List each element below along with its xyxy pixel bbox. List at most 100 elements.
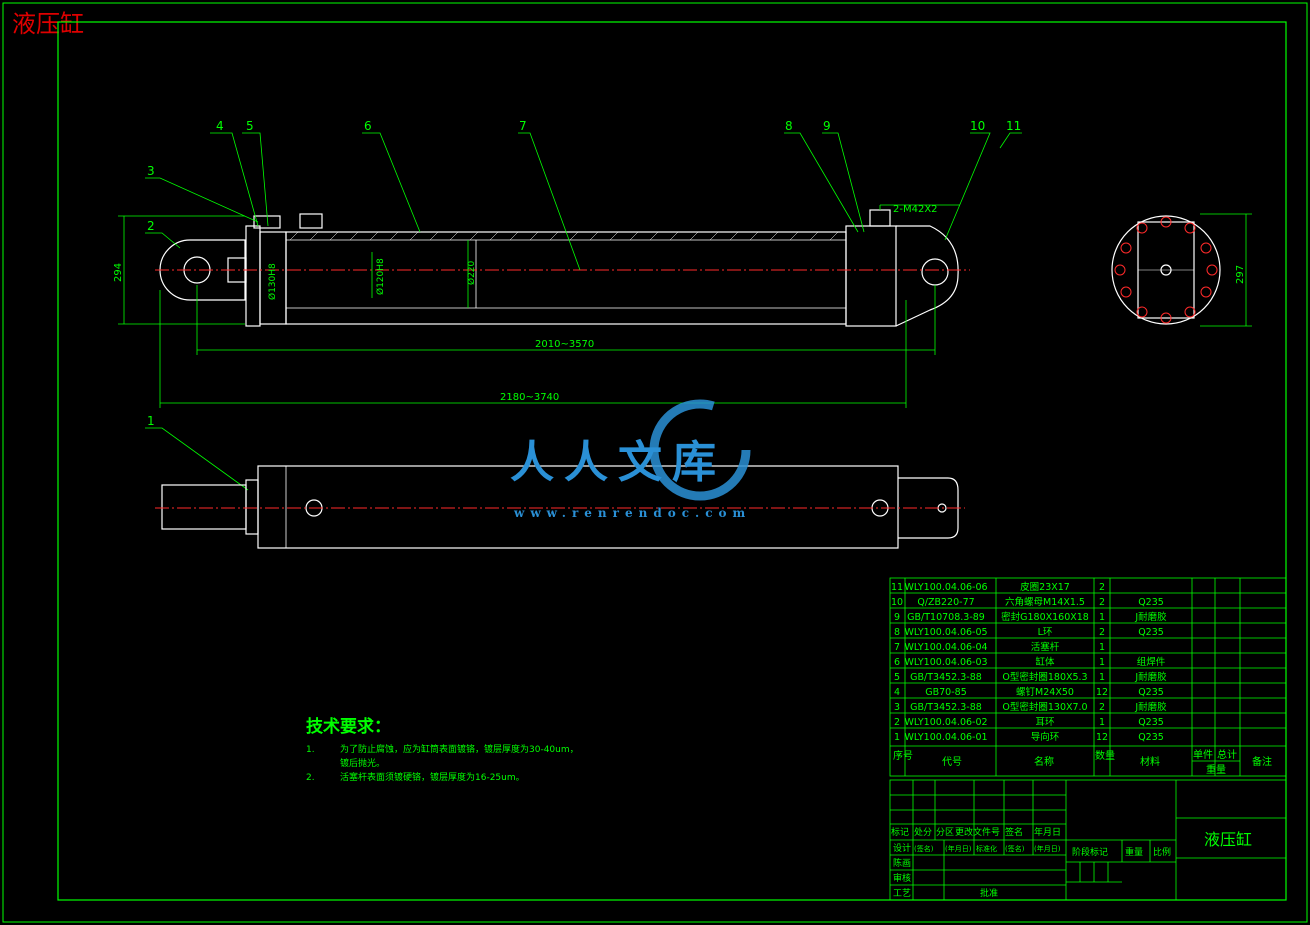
- barrel: [285, 231, 847, 325]
- bom-cell-no: 9: [894, 612, 900, 623]
- dim-2180: 2180~3740: [500, 392, 559, 403]
- bom-cell-name: 耳环: [1035, 717, 1054, 728]
- balloon-6: 6: [364, 119, 372, 133]
- bom-h-remark: 备注: [1252, 755, 1272, 768]
- bom-cell-no: 11: [891, 582, 903, 593]
- tech-requirements: 技术要求： 1.为了防止腐蚀，应为缸筒表面镀铬，镀层厚度为30-40um， 镀后…: [306, 712, 579, 785]
- balloon-3: 3: [147, 164, 155, 178]
- title-block-grid: [889, 779, 1287, 901]
- bom-cell-mat: J耐磨胶: [1134, 671, 1167, 683]
- drawing-corner-title: 液压缸: [12, 10, 84, 38]
- dimension-lines: [118, 204, 1252, 408]
- bom-cell-qty: 1: [1099, 612, 1105, 623]
- bom-cell-no: 1: [894, 732, 900, 743]
- bom-h-mat: 材料: [1140, 755, 1160, 768]
- bom-cell-name: O型密封圈180X5.3: [1002, 671, 1087, 683]
- tb-design-3: (签名): [1005, 844, 1025, 853]
- bom-cell-qty: 2: [1099, 582, 1105, 593]
- bom-cell-no: 8: [894, 627, 900, 638]
- tb-title: 液压缸: [1204, 830, 1252, 849]
- bom-cell-mat: Q235: [1138, 732, 1164, 743]
- balloon-2: 2: [147, 219, 155, 233]
- bom-cell-mat: Q235: [1138, 627, 1164, 638]
- balloon-11: 11: [1006, 119, 1021, 133]
- dim-120h8: Ø120H8: [375, 258, 386, 295]
- bom-cell-code: WLY100.04.06-02: [904, 717, 987, 728]
- bom-h-no: 序号: [893, 749, 913, 762]
- dimension-texts: 294 297 2010~3570 2180~3740 Ø130H8 Ø120H…: [113, 204, 1246, 403]
- tech-item-1: 1.为了防止腐蚀，应为缸筒表面镀铬，镀层厚度为30-40um，: [306, 745, 579, 755]
- bom-cell-qty: 2: [1099, 702, 1105, 713]
- front-view: [159, 209, 959, 327]
- tech-heading: 技术要求：: [306, 717, 391, 737]
- balloon-7: 7: [519, 119, 527, 133]
- bom-cell-name: 密封G180X160X18: [1001, 611, 1089, 623]
- tb-check: 审核: [893, 872, 911, 884]
- gland-flange: [245, 225, 261, 327]
- bom-cell-code: WLY100.04.06-01: [904, 732, 987, 743]
- bom-cell-code: WLY100.04.06-03: [904, 657, 987, 668]
- bom-cell-no: 3: [894, 702, 900, 713]
- dim-2010: 2010~3570: [535, 339, 594, 350]
- bom-cell-no: 2: [894, 717, 900, 728]
- bom-cell-qty: 1: [1099, 717, 1105, 728]
- balloon-5: 5: [246, 119, 254, 133]
- bom-cell-name: 皮圈23X17: [1020, 581, 1070, 593]
- balloon-1: 1: [147, 414, 155, 428]
- bom-cell-code: GB/T3452.3-88: [910, 672, 982, 683]
- bom-cell-code: GB/T3452.3-88: [910, 702, 982, 713]
- bom-cell-name: O型密封圈130X7.0: [1002, 701, 1087, 713]
- bom-cell-code: WLY100.04.06-04: [904, 642, 987, 653]
- bom-cell-name: L环: [1038, 627, 1053, 638]
- bom-cell-no: 6: [894, 657, 900, 668]
- balloon-8: 8: [785, 119, 793, 133]
- bom-cell-name: 缸体: [1035, 656, 1055, 668]
- rev-h-3: 更改文件号: [955, 826, 1000, 838]
- part-balloons: 4 5 6 7 8 9 10 11 3 2 1: [147, 119, 1021, 428]
- bom-h-code: 代号: [942, 756, 962, 768]
- end-view: [1111, 215, 1221, 325]
- tech-item-1-cont: 镀后抛光。: [340, 759, 386, 769]
- bom-h-name: 名称: [1034, 755, 1054, 768]
- dim-port-thread: 2-M42X2: [893, 204, 938, 215]
- bom-h-weight: 重量: [1206, 763, 1226, 776]
- bom-cell-qty: 12: [1096, 687, 1108, 698]
- dim-130h8: Ø130H8: [267, 263, 278, 300]
- bom-cell-mat: Q235: [1138, 597, 1164, 608]
- tb-weight: 重量: [1125, 846, 1143, 858]
- bom-cell-qty: 1: [1099, 642, 1105, 653]
- bom-cell-no: 7: [894, 642, 900, 653]
- tb-design-1: (年月日): [945, 844, 972, 853]
- bom-cell-mat: J耐磨胶: [1134, 611, 1167, 623]
- rev-h-2: 分区: [936, 827, 954, 838]
- tb-scale: 比例: [1153, 846, 1171, 858]
- dim-294: 294: [113, 263, 124, 282]
- bom-cell-qty: 1: [1099, 657, 1105, 668]
- bom-h-unit: 单件: [1193, 749, 1213, 761]
- bom-cell-qty: 2: [1099, 597, 1105, 608]
- rev-h-4: 签名: [1005, 826, 1023, 838]
- end-cap: [845, 225, 897, 327]
- balloon-9: 9: [823, 119, 831, 133]
- tech-item-2: 2.活塞杆表面须镀硬铬，镀层厚度为16-25um。: [306, 773, 525, 783]
- tb-draw: 陈画: [893, 857, 911, 869]
- balloon-10: 10: [970, 119, 985, 133]
- end-view-bolts: [1114, 216, 1218, 324]
- bom-cell-mat: Q235: [1138, 687, 1164, 698]
- rev-h-5: 年月日: [1034, 826, 1061, 838]
- rev-h-1: 处分: [914, 826, 932, 838]
- tb-design-0: (签名): [914, 844, 934, 853]
- bom-cell-qty: 12: [1096, 732, 1108, 743]
- bom-cell-mat: J耐磨胶: [1134, 701, 1167, 713]
- bom-cell-qty: 1: [1099, 672, 1105, 683]
- bom-cell-qty: 2: [1099, 627, 1105, 638]
- bom-h-total: 总计: [1217, 748, 1237, 761]
- top-view: [161, 465, 959, 549]
- tb-process: 工艺: [893, 888, 911, 899]
- inner-border: [57, 21, 1287, 901]
- right-clevis: [895, 225, 959, 327]
- bom-cell-name: 螺钉M24X50: [1016, 687, 1074, 698]
- bom-cell-code: Q/ZB220-77: [917, 597, 974, 608]
- tb-design-4: (年月日): [1034, 844, 1061, 853]
- bom-cell-no: 10: [891, 597, 903, 608]
